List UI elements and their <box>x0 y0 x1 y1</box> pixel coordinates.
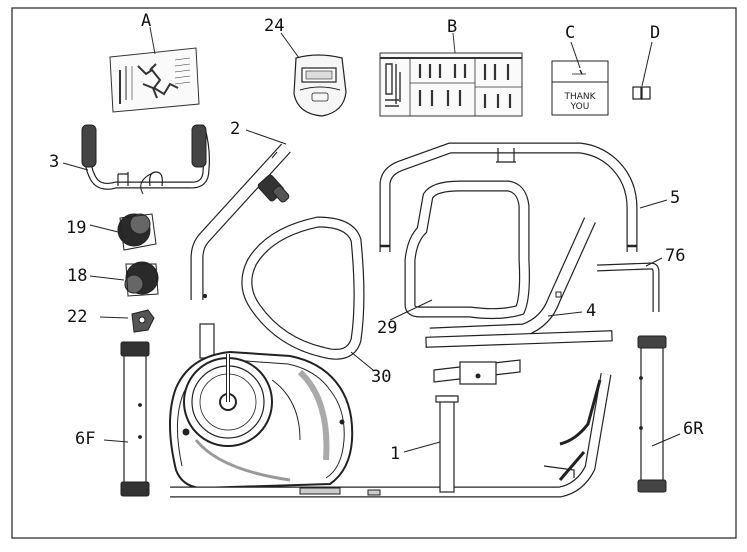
label-4: 4 <box>586 301 597 321</box>
part-c-card <box>551 41 609 116</box>
thank-line-1: THANK <box>564 92 596 102</box>
part-30-seat-frame <box>241 216 374 371</box>
part-5-back-bar <box>379 142 668 252</box>
part-6r-rear-stabilizer <box>637 335 681 493</box>
thank-you-card-text: THANK YOU <box>553 92 607 112</box>
label-a: A <box>141 11 152 31</box>
part-3-handlebar <box>62 124 210 195</box>
part-24-console <box>280 32 347 117</box>
label-6r: 6R <box>683 419 704 439</box>
label-d: D <box>650 23 661 43</box>
label-5: 5 <box>670 188 681 208</box>
part-d-connector <box>632 41 653 100</box>
part-76-allen-key <box>596 257 663 312</box>
label-b: B <box>447 17 458 37</box>
label-24: 24 <box>264 16 285 36</box>
label-2: 2 <box>230 119 241 139</box>
part-29-backrest-frame <box>389 180 530 321</box>
label-19: 19 <box>66 218 87 238</box>
label-76: 76 <box>665 246 686 266</box>
label-3: 3 <box>49 152 60 172</box>
label-22: 22 <box>67 307 88 327</box>
label-18: 18 <box>67 266 88 286</box>
thank-line-2: YOU <box>570 102 590 112</box>
part-6f-front-stabilizer <box>103 341 150 497</box>
part-b-tool-sheet <box>379 32 523 117</box>
part-a-manual <box>109 26 200 113</box>
label-30: 30 <box>371 367 392 387</box>
label-6f: 6F <box>75 429 96 449</box>
part-1-main-frame <box>169 323 612 498</box>
label-29: 29 <box>377 318 398 338</box>
part-22-knob <box>99 309 155 333</box>
part-18-pedal <box>89 261 159 297</box>
label-1: 1 <box>390 444 401 464</box>
diagram-frame <box>11 7 737 539</box>
part-2-seat-post <box>190 129 291 300</box>
part-19-pedal <box>89 213 157 251</box>
part-4-seat-rail <box>425 217 613 385</box>
label-c: C <box>565 23 576 43</box>
